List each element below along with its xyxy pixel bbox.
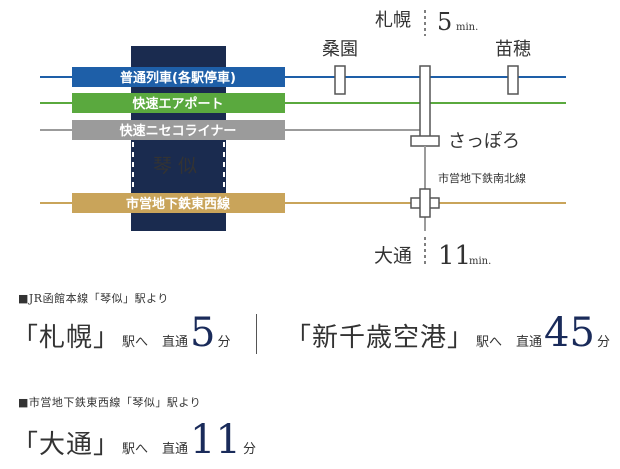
route-direct: 直通 — [516, 335, 543, 350]
airport-line-label: 快速エアポート — [132, 96, 223, 112]
naebo-marker — [507, 65, 519, 95]
route-minute-unit: 分 — [242, 442, 256, 457]
local-line-label-box — [72, 67, 285, 87]
bottom-time-unit: min. — [469, 256, 491, 267]
route-direct: 直通 — [162, 335, 189, 350]
route-sapporo: 「札幌」 駅へ 直通 5 分 — [12, 313, 231, 354]
naebo-station-name: 苗穂 — [495, 39, 531, 60]
route-odori: 「大通」 駅へ 直通 11 分 — [12, 420, 256, 461]
tozai-line-label-box — [72, 193, 285, 213]
route-minutes: 11 — [190, 417, 241, 463]
niseko-line-label-box — [72, 120, 285, 140]
route-destination: 「大通」 — [12, 430, 121, 460]
route-suffix: 駅へ — [122, 442, 149, 457]
subway-access-heading: ■市営地下鉄東西線「琴似」駅より — [18, 396, 202, 409]
odori-station-name: 大通 — [374, 245, 412, 267]
route-map: 普通列車(各駅停車) 快速エアポート 快速ニセコライナー 市営地下鉄東西線 琴似… — [40, 8, 566, 270]
route-destination: 「札幌」 — [12, 323, 121, 353]
route-minutes: 45 — [544, 310, 595, 356]
airport-line-label-box — [72, 93, 285, 113]
route-new-chitose-airport: 「新千歳空港」 駅へ 直通 45 分 — [285, 313, 610, 354]
bottom-time-number: 11 — [438, 241, 471, 270]
odori-marker-vertical — [419, 188, 431, 218]
namboku-line-label: 市営地下鉄南北線 — [438, 171, 526, 185]
route-minutes: 5 — [190, 310, 216, 356]
jr-access-heading: ■JR函館本線「琴似」駅より — [18, 292, 169, 305]
route-suffix: 駅へ — [122, 335, 149, 350]
tozai-line-label: 市営地下鉄東西線 — [126, 196, 231, 212]
top-time-number: 5 — [437, 8, 452, 36]
route-destination: 「新千歳空港」 — [285, 323, 475, 353]
sapporo-marker — [419, 65, 431, 139]
route-minute-unit: 分 — [217, 335, 231, 350]
niseko-line-label: 快速ニセコライナー — [120, 123, 237, 139]
route-divider — [256, 314, 257, 354]
route-direct: 直通 — [162, 442, 189, 457]
route-suffix: 駅へ — [476, 335, 503, 350]
route-minute-unit: 分 — [596, 335, 610, 350]
kotoni-station-name: 琴似 — [153, 155, 203, 177]
sapporo-station-name: 札幌 — [375, 10, 411, 31]
kuwazono-marker — [334, 65, 346, 95]
sapporo-subway-marker — [410, 135, 440, 147]
kuwazono-station-name: 桑園 — [322, 39, 358, 60]
local-line-label: 普通列車(各駅停車) — [120, 70, 236, 86]
sapporo-subway-station-name: さっぽろ — [448, 131, 520, 152]
top-time-unit: min. — [456, 22, 478, 33]
